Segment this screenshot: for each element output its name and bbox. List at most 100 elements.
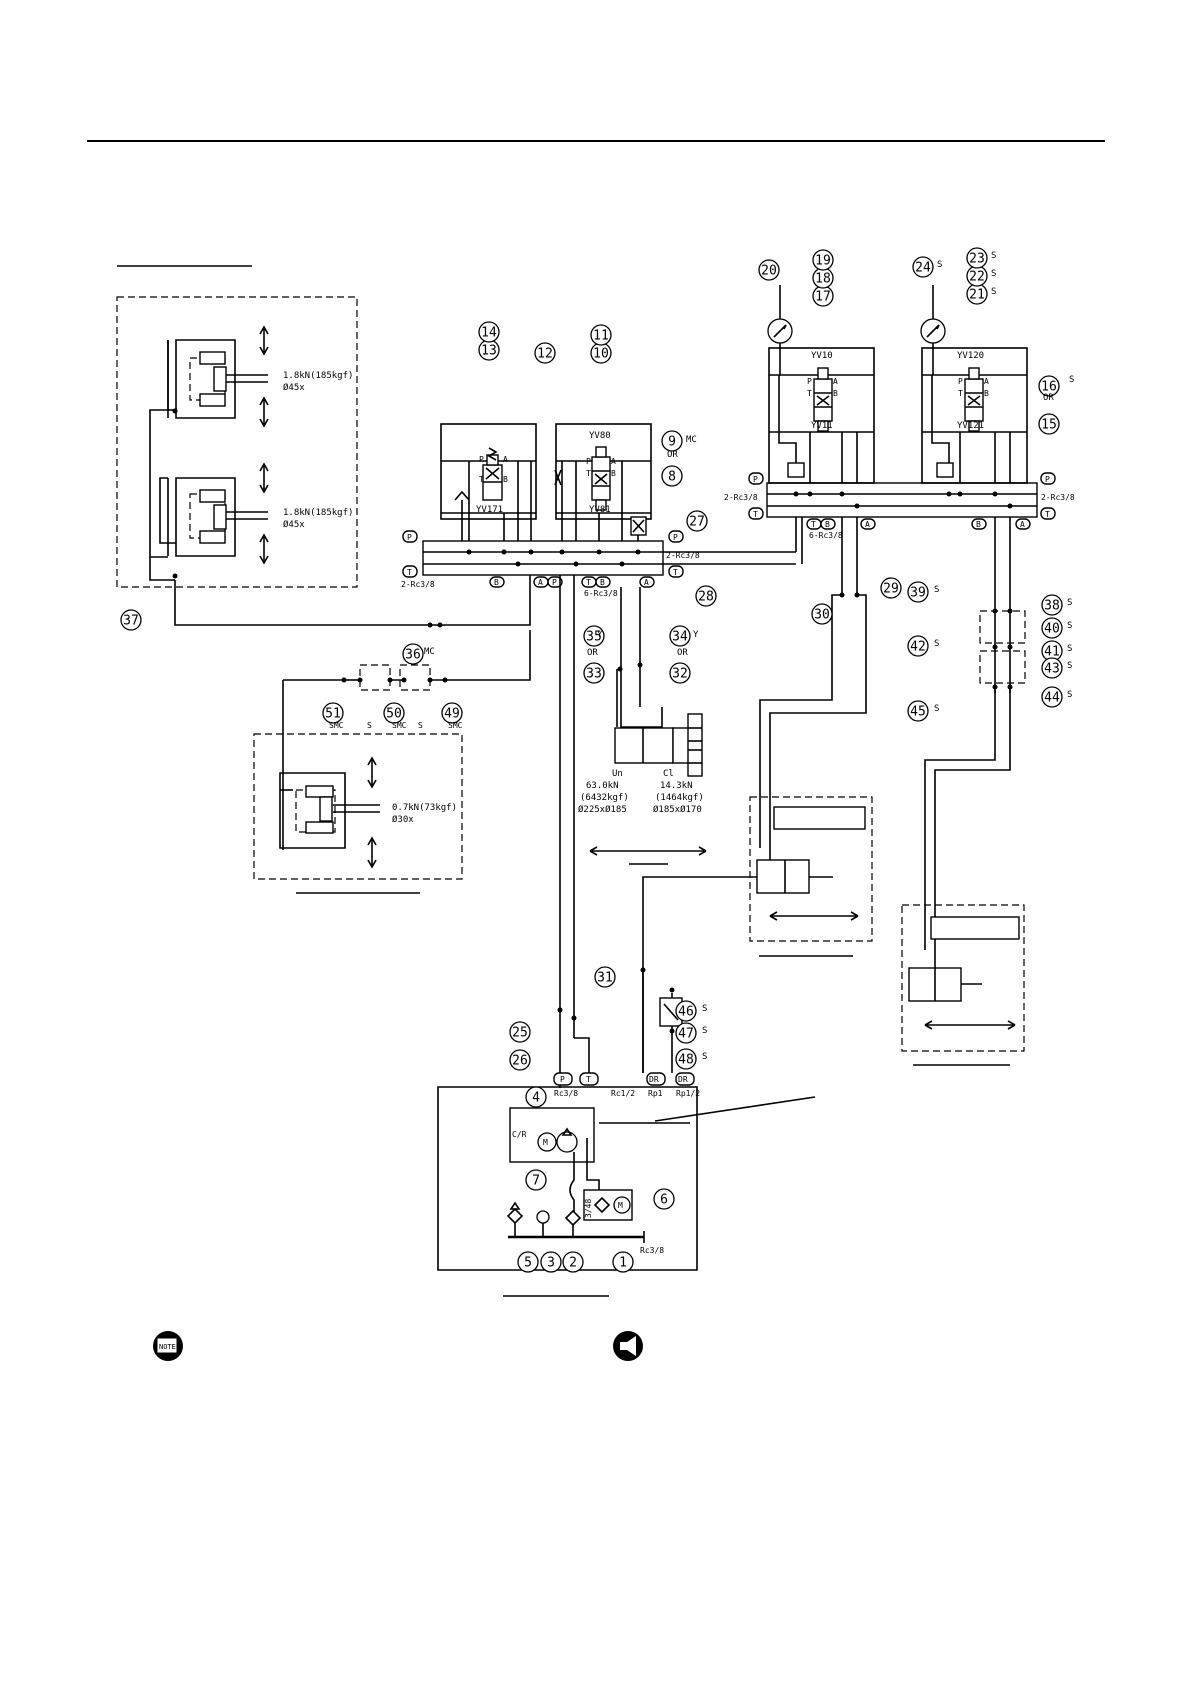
callout-number-31: 31 [597,971,613,986]
svg-text:P: P [958,377,963,386]
svg-text:DR: DR [678,1075,688,1084]
svg-text:T: T [958,389,963,398]
un-force: 63.0kN [586,781,619,791]
callout-number-18: 18 [815,272,831,287]
cl-force-kgf: (1464kgf) [655,793,704,803]
unit-port-t-size: Rc1/2 [611,1089,635,1098]
callout-bubble-51 [322,702,344,724]
callout-number-16: 16 [1041,380,1057,395]
callout-bubble-15 [1038,413,1060,435]
callout-number-34: 34 [672,630,688,645]
cl-bore: Ø185xØ170 [653,804,702,815]
svg-text:B: B [833,389,838,398]
callout-number-7: 7 [532,1174,540,1189]
callout-number-47: 47 [678,1027,694,1042]
callout-bubble-48 [675,1048,697,1070]
svg-text:S: S [934,704,939,714]
right-manifold-rc-left: 2-Rc3/8 [724,493,758,502]
svg-text:T: T [586,578,591,587]
lower-cyl-force: 0.7kN(73kgf) [392,803,457,813]
callout-number-6: 6 [660,1193,668,1208]
svg-text:B: B [825,520,830,529]
right-manifold-rc-right: 2-Rc3/8 [1041,493,1075,502]
callout-number-49: 49 [444,707,460,722]
callout-bubble-6 [653,1188,675,1210]
svg-text:S: S [367,721,372,730]
un-label: Un [612,769,623,779]
svg-text:MC: MC [424,647,435,657]
callout-number-45: 45 [910,705,926,720]
upper-cyl-1-bore: Ø45x [283,382,305,393]
callout-bubble-1 [612,1251,634,1273]
callout-bubble-43 [1041,657,1063,679]
callout-number-46: 46 [678,1005,694,1020]
callout-number-37: 37 [123,614,139,629]
right-unit-1 [749,796,873,942]
svg-text:S: S [418,721,423,730]
svg-text:OR: OR [677,648,688,658]
callout-bubble-47 [675,1022,697,1044]
svg-text:P: P [552,578,557,587]
callout-number-41: 41 [1044,645,1060,660]
upper-cylinder-2: 1.8kN(185kgf) Ø45x [167,462,353,565]
svg-text:S: S [1067,661,1072,671]
callout-number-11: 11 [593,329,609,344]
callout-number-51: 51 [325,707,341,722]
hydraulic-unit: P Rc3/8 T Rc1/2 DR Rp1 DR Rp1/2 C/R M M … [437,1072,816,1297]
callout-bubble-33 [583,662,605,684]
svg-text:OR: OR [1043,393,1054,403]
svg-text:B: B [984,389,989,398]
svg-text:P: P [753,475,758,484]
svg-text:A: A [503,455,508,464]
svg-text:P: P [807,377,812,386]
callout-bubble-31 [594,966,616,988]
svg-text:P: P [479,455,484,464]
svg-text:A: A [1020,520,1025,529]
svg-text:P: P [586,457,591,466]
svg-text:A: A [644,578,649,587]
cl-label: Cl [663,769,674,779]
callout-bubble-20 [758,259,780,281]
cl-force: 14.3kN [660,781,693,791]
valve-yv121-label: YV121 [957,421,984,431]
svg-text:T: T [807,389,812,398]
svg-text:S: S [934,585,939,595]
callout-number-30: 30 [814,608,830,623]
callout-bubble-30 [811,603,833,625]
un-force-kgf: (6432kgf) [580,793,629,803]
svg-text:P: P [673,533,678,542]
valve-yv10-label: YV10 [811,351,833,361]
callout-bubble-9 [661,430,683,452]
callout-number-9: 9 [668,435,676,450]
callout-number-27: 27 [689,515,705,530]
svg-text:M: M [618,1201,623,1210]
svg-text:T: T [753,510,758,519]
unit-port-dr1-size: Rp1 [648,1089,663,1098]
callout-bubble-14 [478,321,500,343]
unit-filter-size: 3/48 [584,1199,593,1218]
svg-text:SMC: SMC [329,721,344,730]
svg-text:A: A [865,520,870,529]
svg-text:Y: Y [693,630,699,640]
callout-number-50: 50 [386,707,402,722]
callout-bubble-23 [966,247,988,269]
callout-number-15: 15 [1041,418,1057,433]
callout-number-26: 26 [512,1054,528,1069]
callout-number-32: 32 [672,667,688,682]
svg-text:MC: MC [686,435,697,445]
left-manifold-6rc: 6-Rc3/8 [584,589,618,598]
valve-yv80-label: YV80 [589,431,611,441]
svg-text:T: T [479,475,484,484]
callout-bubble-4 [525,1086,547,1108]
svg-text:P: P [407,533,412,542]
callout-bubble-38 [1041,594,1063,616]
callout-bubble-19 [812,249,834,271]
suffix-labels: MC OR S OR S S S S OR OR Y Y MC SMC S SM… [329,251,1074,1062]
callout-bubble-40 [1041,617,1063,639]
callout-bubble-37 [120,609,142,631]
callout-number-48: 48 [678,1053,694,1068]
svg-text:A: A [833,377,838,386]
callout-number-19: 19 [815,254,831,269]
callout-bubble-2 [562,1251,584,1273]
